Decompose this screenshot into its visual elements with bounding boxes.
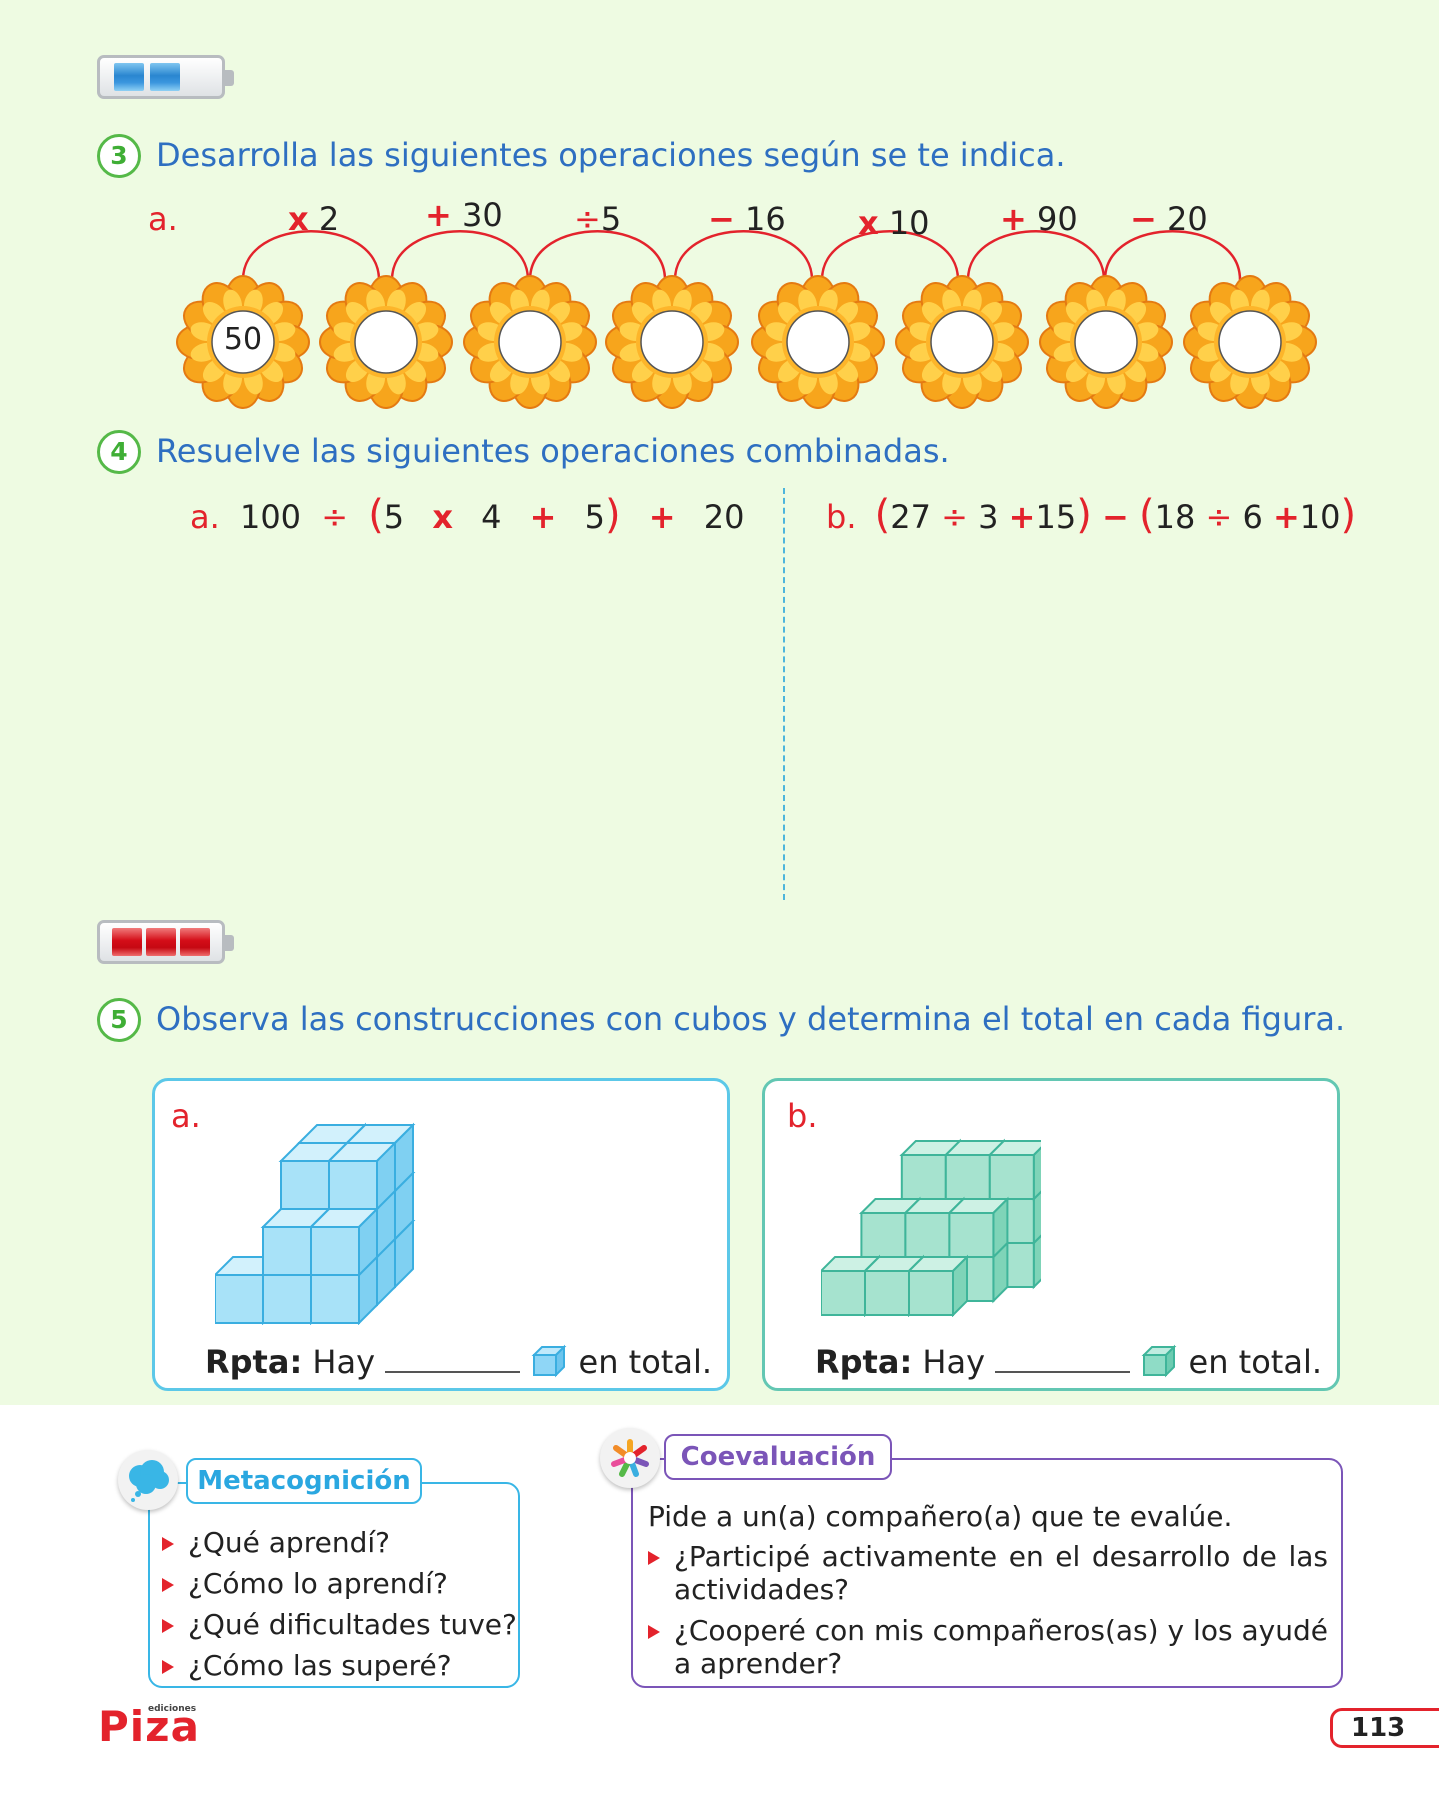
coevaluation-panel [631,1458,1343,1688]
cube [858,1196,922,1260]
metacognition-item: ¿Cómo lo aprendí? [162,1567,517,1600]
expression-a: a. 100 ÷ (5 x 4 + 5) + 20 [190,492,745,538]
operation-label-3: ÷5 [574,200,622,238]
team-hands-icon [600,1428,660,1488]
cube-icon [1141,1344,1177,1378]
cube-icon [531,1344,567,1378]
flower-8[interactable] [1182,274,1318,410]
coevaluation-list: ¿Participé activamente en el desarrollo … [648,1540,1328,1688]
page-number: 113 [1330,1708,1439,1748]
difficulty-battery-blue [97,55,234,99]
coevaluation-intro: Pide a un(a) compañero(a) que te evalúe. [648,1500,1233,1533]
question-number-5: 5 [97,998,141,1042]
operation-label-1: x 2 [288,200,340,238]
green-cube-construction [821,1138,1041,1317]
question-3-instruction: Desarrolla las siguientes operaciones se… [156,136,1066,174]
cube [987,1140,1041,1202]
expression-b: b. (27 ÷ 3 +15) − (18 ÷ 6 +10) [826,492,1357,538]
thought-cloud-icon [118,1450,178,1510]
figure-b-label: b. [787,1097,818,1135]
coevaluation-title: Coevaluación [664,1434,892,1480]
cube [308,1206,380,1278]
flower-6[interactable] [894,274,1030,410]
metacognition-item: ¿Cómo las superé? [162,1649,517,1682]
answer-blank-a[interactable] [385,1347,521,1373]
coevaluation-item: ¿Cooperé con mis compañeros(as) y los ay… [648,1614,1328,1680]
metacognition-item: ¿Qué dificultades tuve? [162,1608,517,1641]
cube-figure-b-card: b. Rpta: Hay en total. [762,1078,1340,1391]
question-number-3: 3 [97,134,141,178]
operation-label-7: − 20 [1130,200,1208,238]
figure-a-label: a. [171,1097,201,1135]
answer-line-b: Rpta: Hay en total. [815,1343,1323,1381]
difficulty-battery-red [97,920,234,964]
publisher-logo-small: ediciones [148,1704,197,1714]
operation-label-5: x 10 [858,204,930,242]
operation-arcs [241,230,1242,281]
metacognition-title: Metacognición [186,1458,422,1504]
answer-line-a: Rpta: Hay en total. [205,1343,713,1381]
answer-blank-b[interactable] [995,1347,1131,1373]
metacognition-panel [148,1482,520,1688]
flower-4[interactable] [604,274,740,410]
question-number-4: 4 [97,430,141,474]
cube [946,1196,1010,1260]
flower-2[interactable] [318,274,454,410]
operation-label-6: + 90 [1000,200,1078,238]
flower-5[interactable] [750,274,886,410]
cube [326,1140,398,1212]
question-4-instruction: Resuelve las siguientes operaciones comb… [156,432,950,470]
metacognition-item: ¿Qué aprendí? [162,1526,517,1559]
flower-7[interactable] [1038,274,1174,410]
operation-label-2: + 30 [425,196,503,234]
metacognition-list: ¿Qué aprendí? ¿Cómo lo aprendí? ¿Qué dif… [162,1526,517,1690]
coevaluation-item: ¿Participé activamente en el desarrollo … [648,1540,1328,1606]
column-divider [783,488,785,900]
flower-1 [176,275,310,409]
operation-label-4: − 16 [708,200,786,238]
blue-cube-construction [215,1122,416,1325]
question-5-instruction: Observa las construcciones con cubos y d… [156,1000,1346,1038]
flower-3[interactable] [462,274,598,410]
start-value: 50 [223,322,263,357]
cube [906,1254,970,1317]
q3-part-label: a. [148,200,178,238]
cube-figure-a-card: a. Rpta: Hay en total. [152,1078,730,1391]
publisher-logo: Piza [98,1702,200,1751]
